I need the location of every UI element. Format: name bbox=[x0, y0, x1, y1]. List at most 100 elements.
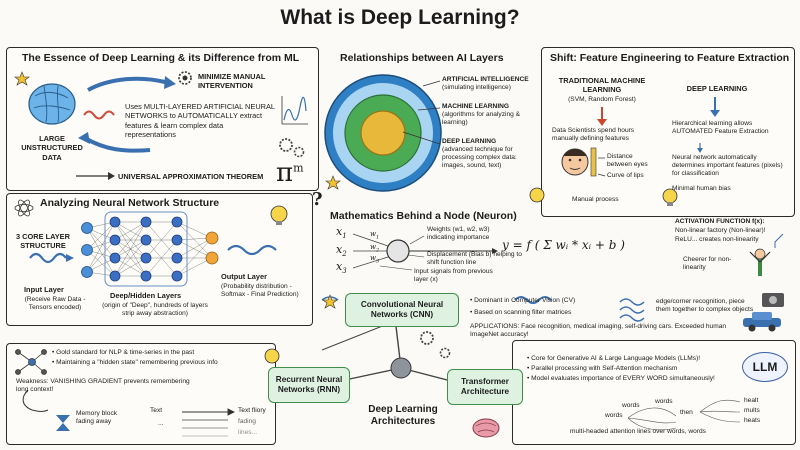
lightbulb-icon bbox=[662, 188, 678, 206]
output-wave bbox=[227, 244, 277, 256]
lightbulb-icon bbox=[264, 348, 280, 364]
heat-label-1: healt bbox=[744, 397, 759, 404]
pi-symbol: πm bbox=[276, 158, 304, 188]
star-icon bbox=[14, 71, 30, 86]
cnn-box: Convolutional Neural Networks (CNN) bbox=[345, 293, 459, 327]
face-icon bbox=[561, 148, 589, 176]
trad-title: TRADITIONAL MACHINE LEARNING bbox=[558, 76, 646, 95]
transformer-point3: • Model evaluates importance of EVERY WO… bbox=[527, 375, 715, 382]
words-label-2: words bbox=[655, 398, 673, 405]
gear-icon bbox=[178, 71, 192, 85]
arch-label: Deep Learning Architectures bbox=[368, 404, 438, 427]
input-layer-desc: (Receive Raw Data - Tensors encoded) bbox=[24, 296, 86, 311]
rnn-point2: • Maintaining a "hidden state" rememberi… bbox=[52, 359, 218, 366]
chart-icon bbox=[281, 96, 308, 125]
atom-icon bbox=[14, 199, 34, 217]
gear-icon bbox=[420, 331, 434, 345]
attention-lines bbox=[627, 399, 741, 431]
cnn-point1: • Dominant in Computer Vision (CV) bbox=[470, 297, 576, 304]
brain-icon bbox=[472, 418, 500, 438]
trad-sub: (SVM, Random Forest) bbox=[568, 96, 636, 103]
cnn-squiggle bbox=[514, 296, 552, 304]
manual-label: Manual process bbox=[572, 196, 619, 203]
ml-label: MACHINE LEARNING(algorithms for analyzin… bbox=[442, 103, 521, 126]
ai-label: ARTIFICIAL INTELLIGENCE(simulating intel… bbox=[442, 76, 529, 91]
fading-lines bbox=[182, 408, 236, 437]
dl-shift-desc2: Neural network automatically determines … bbox=[672, 154, 783, 177]
x2-label: x2 bbox=[336, 243, 347, 259]
distance-label: Distance between eyes bbox=[607, 153, 648, 168]
data-label: LARGE UNSTRUCTURED DATA bbox=[21, 134, 83, 162]
hidden-layer-box bbox=[104, 211, 188, 287]
multi-head-label: multi-headed attention lines over words,… bbox=[570, 428, 706, 435]
dl-shift-desc1: Hierarchical learning allows AUTOMATED F… bbox=[672, 120, 769, 135]
rnn-box: Recurrent Neural Networks (RNN) bbox=[268, 367, 350, 403]
transformer-point2: • Parallel processing with Self-Attentio… bbox=[527, 365, 678, 372]
transformer-box: Transformer Architecture bbox=[447, 369, 523, 405]
gear-icon bbox=[439, 347, 451, 359]
rnn-text2: ... bbox=[158, 420, 164, 427]
node-inputs bbox=[352, 233, 389, 269]
lightbulb-icon bbox=[270, 205, 288, 225]
trad-desc: Data Scientists spend hours manually def… bbox=[552, 127, 635, 142]
cnn-arrow bbox=[321, 324, 386, 351]
heat-label-3: heats bbox=[744, 417, 761, 424]
hub-node bbox=[390, 357, 412, 379]
hidden-nodes bbox=[109, 216, 183, 282]
hidden-layer-label: Deep/Hidden Layers bbox=[110, 291, 182, 300]
network-node-icon bbox=[15, 349, 47, 375]
rnn-loop-arrow bbox=[22, 389, 49, 412]
star-icon bbox=[325, 175, 341, 190]
rnn-panel bbox=[6, 343, 276, 445]
relationships-title: Relationships between AI Layers bbox=[340, 52, 504, 64]
output-nodes bbox=[205, 231, 219, 265]
car-icon bbox=[743, 312, 781, 332]
words-label-3: words bbox=[605, 412, 623, 419]
bias-label: Displacement (Bias b) helping to shift f… bbox=[427, 251, 522, 266]
network-edges bbox=[86, 221, 213, 277]
math-title: Mathematics Behind a Node (Neuron) bbox=[330, 210, 517, 222]
rnn-fade3: lines... bbox=[238, 429, 258, 436]
then-label: then bbox=[680, 409, 693, 416]
rnn-fade2: fading bbox=[238, 418, 256, 425]
activation-desc2: ReLU... creates non-linearity bbox=[675, 236, 759, 243]
input-layer-label: Input Layer bbox=[24, 285, 64, 294]
rnn-text1: Text bbox=[150, 407, 163, 414]
rnn-weakness: Weakness: VANISHING GRADIENT prevents re… bbox=[16, 378, 190, 393]
memory-label: Memory block fading away bbox=[76, 410, 118, 425]
dl-label: DEEP LEARNING(advanced technique for pro… bbox=[442, 138, 517, 169]
x3-label: x3 bbox=[336, 260, 347, 276]
cnn-point2: • Based on scanning filter matrices bbox=[470, 309, 572, 316]
w1-label: w1 bbox=[370, 230, 380, 241]
weights-label: Weights (w1, w2, w3) indicating importan… bbox=[427, 226, 490, 241]
relu-curve bbox=[774, 233, 784, 248]
hidden-layer-desc: (origin of "Deep", hundreds of layers st… bbox=[102, 302, 208, 317]
shift-panel bbox=[541, 47, 795, 217]
arrow-bottom bbox=[83, 136, 151, 153]
input-wave bbox=[29, 252, 67, 264]
words-label-1: words bbox=[622, 402, 640, 409]
network-title: Analyzing Neural Network Structure bbox=[40, 197, 220, 209]
uses-text: Uses MULTI-LAYERED ARTIFICIAL NEURAL NET… bbox=[125, 102, 275, 139]
network-panel bbox=[6, 193, 313, 326]
page-title: What is Deep Learning? bbox=[280, 6, 520, 29]
activation-desc1: Non-linear factory (Non-linear)! bbox=[675, 227, 766, 234]
question-mark: ? bbox=[312, 189, 323, 210]
star-icon bbox=[322, 294, 338, 309]
x1-label: x1 bbox=[336, 225, 347, 241]
llm-cloud: LLM bbox=[742, 352, 788, 382]
rnn-point1: • Gold standard for NLP & time-series in… bbox=[52, 349, 195, 356]
output-layer-desc: (Probability distribution - Softmax - Fi… bbox=[221, 283, 299, 298]
cheer-label: Cheerer for non-linearity bbox=[683, 256, 732, 271]
minimize-label: MINIMIZE MANUAL INTERVENTION bbox=[198, 72, 266, 91]
curve-label: Curve of lips bbox=[607, 172, 644, 179]
essence-title: The Essence of Deep Learning & its Diffe… bbox=[22, 52, 300, 64]
brain-icon bbox=[28, 83, 76, 125]
formula: y = f ( Σ wᵢ * xᵢ + b ) bbox=[502, 238, 625, 252]
ruler-icon bbox=[590, 147, 597, 177]
person-cheer-icon bbox=[749, 248, 771, 276]
